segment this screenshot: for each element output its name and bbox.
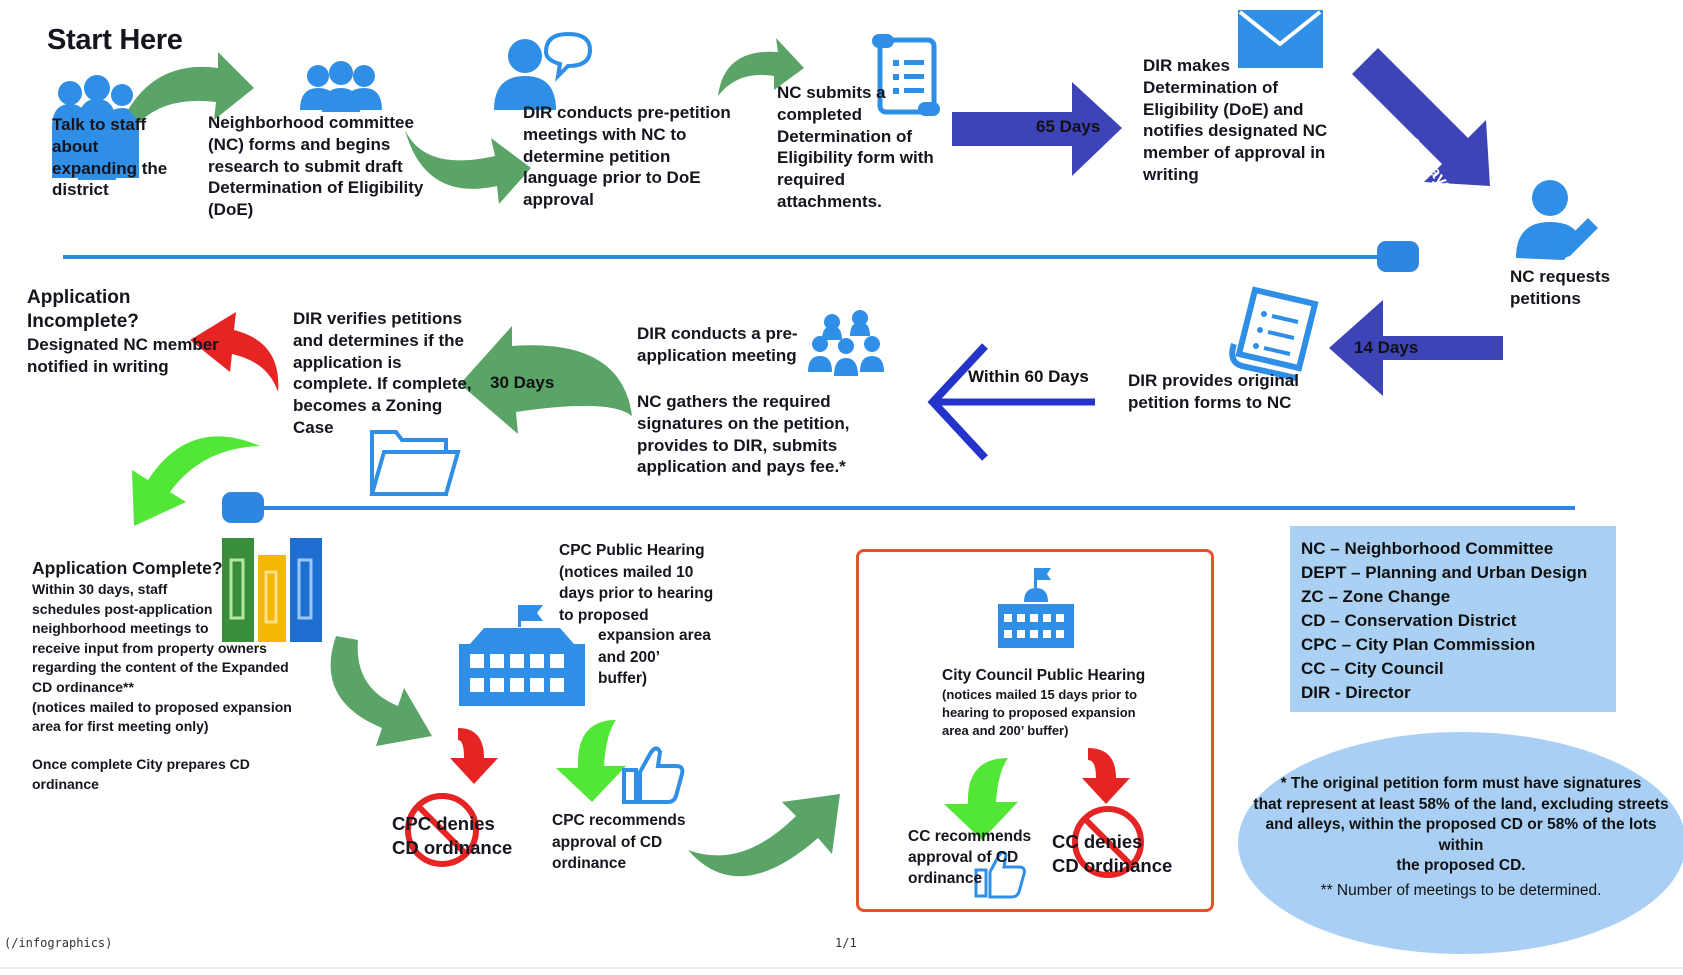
legend-item: CPC – City Plan Commission [1301, 635, 1536, 654]
note-ellipse [1238, 732, 1683, 954]
note-footnote-1: * The original petition form must have s… [1253, 775, 1669, 874]
folder-icon [369, 430, 461, 496]
legend-box: NC – Neighborhood Committee DEPT – Plann… [1290, 526, 1616, 712]
cpc-hearing: CPC Public Hearing (notices mailed 10 da… [559, 542, 714, 624]
complete-body: Within 30 days, staff schedules post-app… [32, 581, 292, 735]
lime-curved-arrow [132, 436, 260, 526]
red-down-arrow-cc [1082, 748, 1130, 804]
capitol-small-icon [998, 568, 1074, 648]
complete-title: Application Complete? [32, 558, 223, 578]
lime-down-arrow-cpc [556, 720, 626, 802]
page-indicator: 1/1 [835, 936, 857, 950]
cc-denies: CC denies CD ordinance [1052, 831, 1173, 877]
arrow-65-days-label: 65 Days [1036, 117, 1101, 136]
capitol-icon [459, 605, 585, 706]
diagonal-arrow-65-days [1352, 48, 1490, 186]
green-up-arrow-to-cc [688, 794, 840, 877]
green-curved-arrow-2 [405, 130, 531, 204]
scroll-form-icon [872, 34, 940, 116]
arrow-14-days [1329, 300, 1503, 396]
green-curved-arrow-3 [718, 38, 804, 96]
books-icon [222, 538, 322, 642]
note-footnote-2: ** Number of meetings to be determined. [1320, 882, 1602, 899]
lime-down-arrow-cc [944, 758, 1018, 840]
green-curved-arrow-1 [128, 52, 254, 122]
timeline-middle [222, 492, 1575, 523]
step-talk-to-staff: Talk to staff about expanding the distri… [52, 115, 168, 200]
arrow-65-days [952, 82, 1122, 176]
step-nc-forms: Neighborhood committee (NC) forms and be… [208, 113, 424, 219]
page-title: Start Here [47, 24, 183, 56]
group-icon [300, 61, 382, 112]
step-dir-pre-app: DIR conducts a pre- application meeting [637, 324, 798, 365]
incomplete-body: Designated NC member notified in writing [27, 335, 219, 376]
legend-item: CD – Conservation District [1301, 611, 1517, 630]
arrow-30-days-label: 30 Days [490, 373, 555, 392]
step-dir-doe: DIR makes Determination of Eligibility (… [1143, 56, 1328, 184]
step-nc-submits: NC submits a completed Determination of … [777, 83, 934, 211]
legend-item: DIR - Director [1301, 683, 1411, 702]
legend-item: NC – Neighborhood Committee [1301, 539, 1554, 558]
step-nc-gathers: NC gathers the required signatures on th… [637, 392, 850, 477]
incomplete-title: Application Incomplete? [27, 287, 139, 332]
green-curved-arrow-30-days [460, 326, 632, 434]
red-curved-arrow [190, 312, 279, 392]
no-sign-cc-icon [1072, 806, 1144, 878]
arrow-60-days-label: Within 60 Days [968, 367, 1089, 386]
cpc-recommends: CPC recommends approval of CD ordinance [552, 812, 686, 872]
legend-item: CC – City Council [1301, 659, 1444, 678]
city-council-box [856, 549, 1214, 912]
red-down-arrow-cpc [450, 728, 498, 784]
cc-recommends: CC recommends approval of CD ordinance [908, 828, 1032, 887]
footer-link[interactable]: (/infographics) [4, 936, 113, 950]
cpc-hearing-cont: expansion area and 200’ buffer) [598, 627, 711, 687]
complete-tail: Once complete City prepares CD ordinance [32, 756, 250, 792]
person-pen-icon [1516, 180, 1598, 260]
no-sign-icon [405, 793, 479, 867]
step-dir-provides: DIR provides original petition forms to … [1128, 371, 1299, 412]
cpc-denies: CPC denies CD ordinance [392, 813, 513, 859]
step-dir-verifies: DIR verifies petitions and determines if… [293, 309, 472, 437]
speech-person-icon [494, 31, 593, 110]
legend-item: ZC – Zone Change [1301, 587, 1451, 606]
cc-hearing-body: (notices mailed 15 days prior to hearing… [942, 687, 1138, 738]
thumbs-up-icon [622, 746, 685, 804]
arrow-within-60-days [927, 343, 1095, 461]
arrow-14-days-label: 14 Days [1354, 338, 1419, 357]
document-list-icon [1229, 286, 1319, 381]
step-dir-pre-petition: DIR conducts pre-petition meetings with … [523, 103, 731, 209]
envelope-icon [1238, 10, 1323, 68]
people-icon [52, 75, 139, 180]
thumbs-up-cc-icon [974, 850, 1026, 899]
cc-hearing-title: City Council Public Hearing [942, 667, 1146, 684]
step-nc-requests: NC requests petitions [1510, 267, 1611, 308]
green-down-arrow-left [330, 636, 432, 746]
meeting-icon [808, 310, 884, 376]
legend-item: DEPT – Planning and Urban Design [1301, 563, 1588, 582]
timeline-top [63, 241, 1419, 272]
